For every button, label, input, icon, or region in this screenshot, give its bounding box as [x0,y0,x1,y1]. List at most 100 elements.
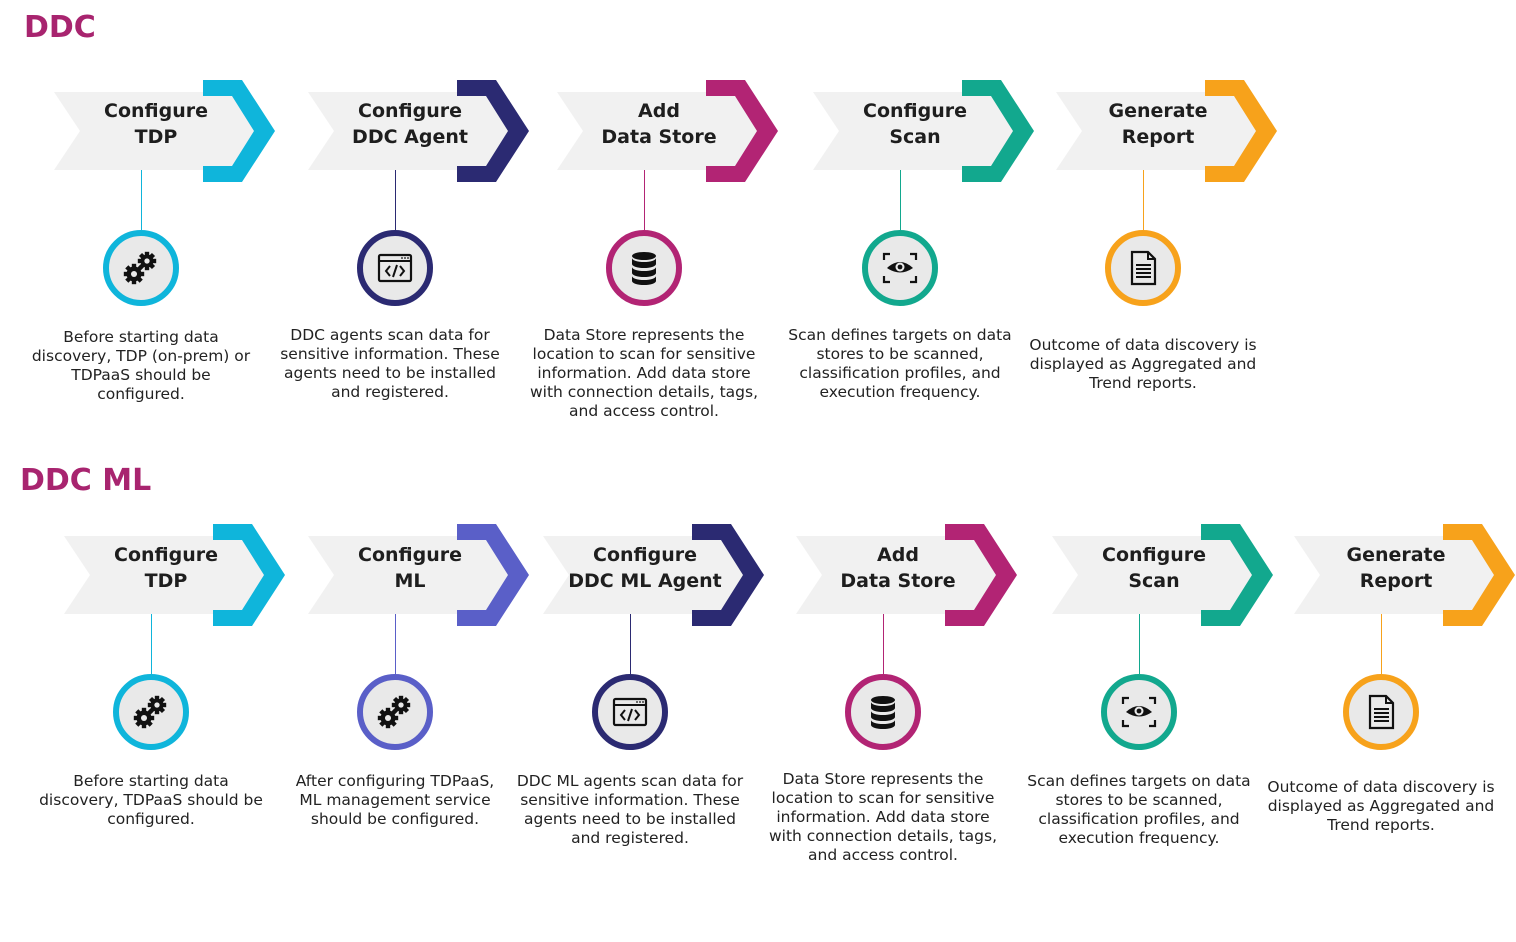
step-label-line1: Configure [104,100,208,122]
section-title: DDC ML [20,463,152,498]
step-description: Data Store represents the location to sc… [529,326,759,420]
step-label-line2: Data Store [840,570,956,592]
connector-line [1381,614,1382,674]
step-label-line2: TDP [144,570,188,592]
gears-icon [377,695,411,729]
database-icon [632,252,656,285]
gears-icon [123,251,157,285]
section-title: DDC [24,10,96,45]
step-description: Scan defines targets on data stores to b… [788,326,1012,401]
step-description: DDC agents scan data for sensitive infor… [280,326,500,401]
connector-line [1139,614,1140,674]
eye-scan-icon [882,252,918,284]
step-label-line1: Configure [1102,544,1206,566]
step-label-line1: Configure [114,544,218,566]
step-label-line2: Scan [1128,570,1180,592]
step-label-line1: Generate [1108,100,1208,122]
code-window-icon [612,697,648,727]
step-label-line1: Configure [593,544,697,566]
icon-circle [592,674,668,750]
document-icon [1368,694,1395,730]
icon-circle [1343,674,1419,750]
chevron-arrow [1294,524,1515,626]
step-description: After configuring TDPaaS, ML management … [295,772,495,828]
chevron-arrow [543,524,764,626]
connector-line [395,170,396,230]
eye-scan-icon [1121,696,1157,728]
connector-line [141,170,142,230]
icon-circle [1105,230,1181,306]
database-icon [871,696,895,729]
step-label-line2: Scan [889,126,941,148]
code-window-icon [377,253,413,283]
icon-circle [1101,674,1177,750]
step-description: Scan defines targets on data stores to b… [1027,772,1251,847]
step-description: Data Store represents the location to sc… [768,770,998,864]
connector-line [151,614,152,674]
step-label-line2: Report [1121,126,1195,148]
chevron-arrow [1052,524,1273,626]
icon-circle [845,674,921,750]
connector-line [644,170,645,230]
step-description: Outcome of data discovery is displayed a… [1029,336,1257,392]
chevron-arrow [308,80,529,182]
step-label-line2: Data Store [601,126,717,148]
step-description: DDC ML agents scan data for sensitive in… [516,772,744,847]
chevron-arrow [796,524,1017,626]
chevron-arrow [557,80,778,182]
chevron-arrow [54,80,275,182]
step-description: Before starting data discovery, TDPaaS s… [39,772,263,828]
step-label-line1: Configure [358,544,462,566]
step-label-line2: TDP [134,126,178,148]
chevron-arrow [64,524,285,626]
step-label-line1: Generate [1346,544,1446,566]
step-label-line1: Configure [358,100,462,122]
step-label-line2: ML [394,570,426,592]
icon-circle [357,674,433,750]
gears-icon [133,695,167,729]
step-label-line1: Add [638,100,680,122]
step-label-line2: DDC ML Agent [568,570,722,592]
step-label-line2: Report [1359,570,1433,592]
step-description: Outcome of data discovery is displayed a… [1267,778,1495,834]
connector-line [630,614,631,674]
step-label-line1: Add [877,544,919,566]
chevron-arrow [1056,80,1277,182]
chevron-arrow [813,80,1034,182]
connector-line [1143,170,1144,230]
chevron-arrow [308,524,529,626]
icon-circle [103,230,179,306]
connector-line [900,170,901,230]
step-description: Before starting data discovery, TDP (on-… [31,328,251,403]
icon-circle [357,230,433,306]
document-icon [1130,250,1157,286]
step-label-line1: Configure [863,100,967,122]
icon-circle [113,674,189,750]
icon-circle [606,230,682,306]
connector-line [883,614,884,674]
connector-line [395,614,396,674]
icon-circle [862,230,938,306]
